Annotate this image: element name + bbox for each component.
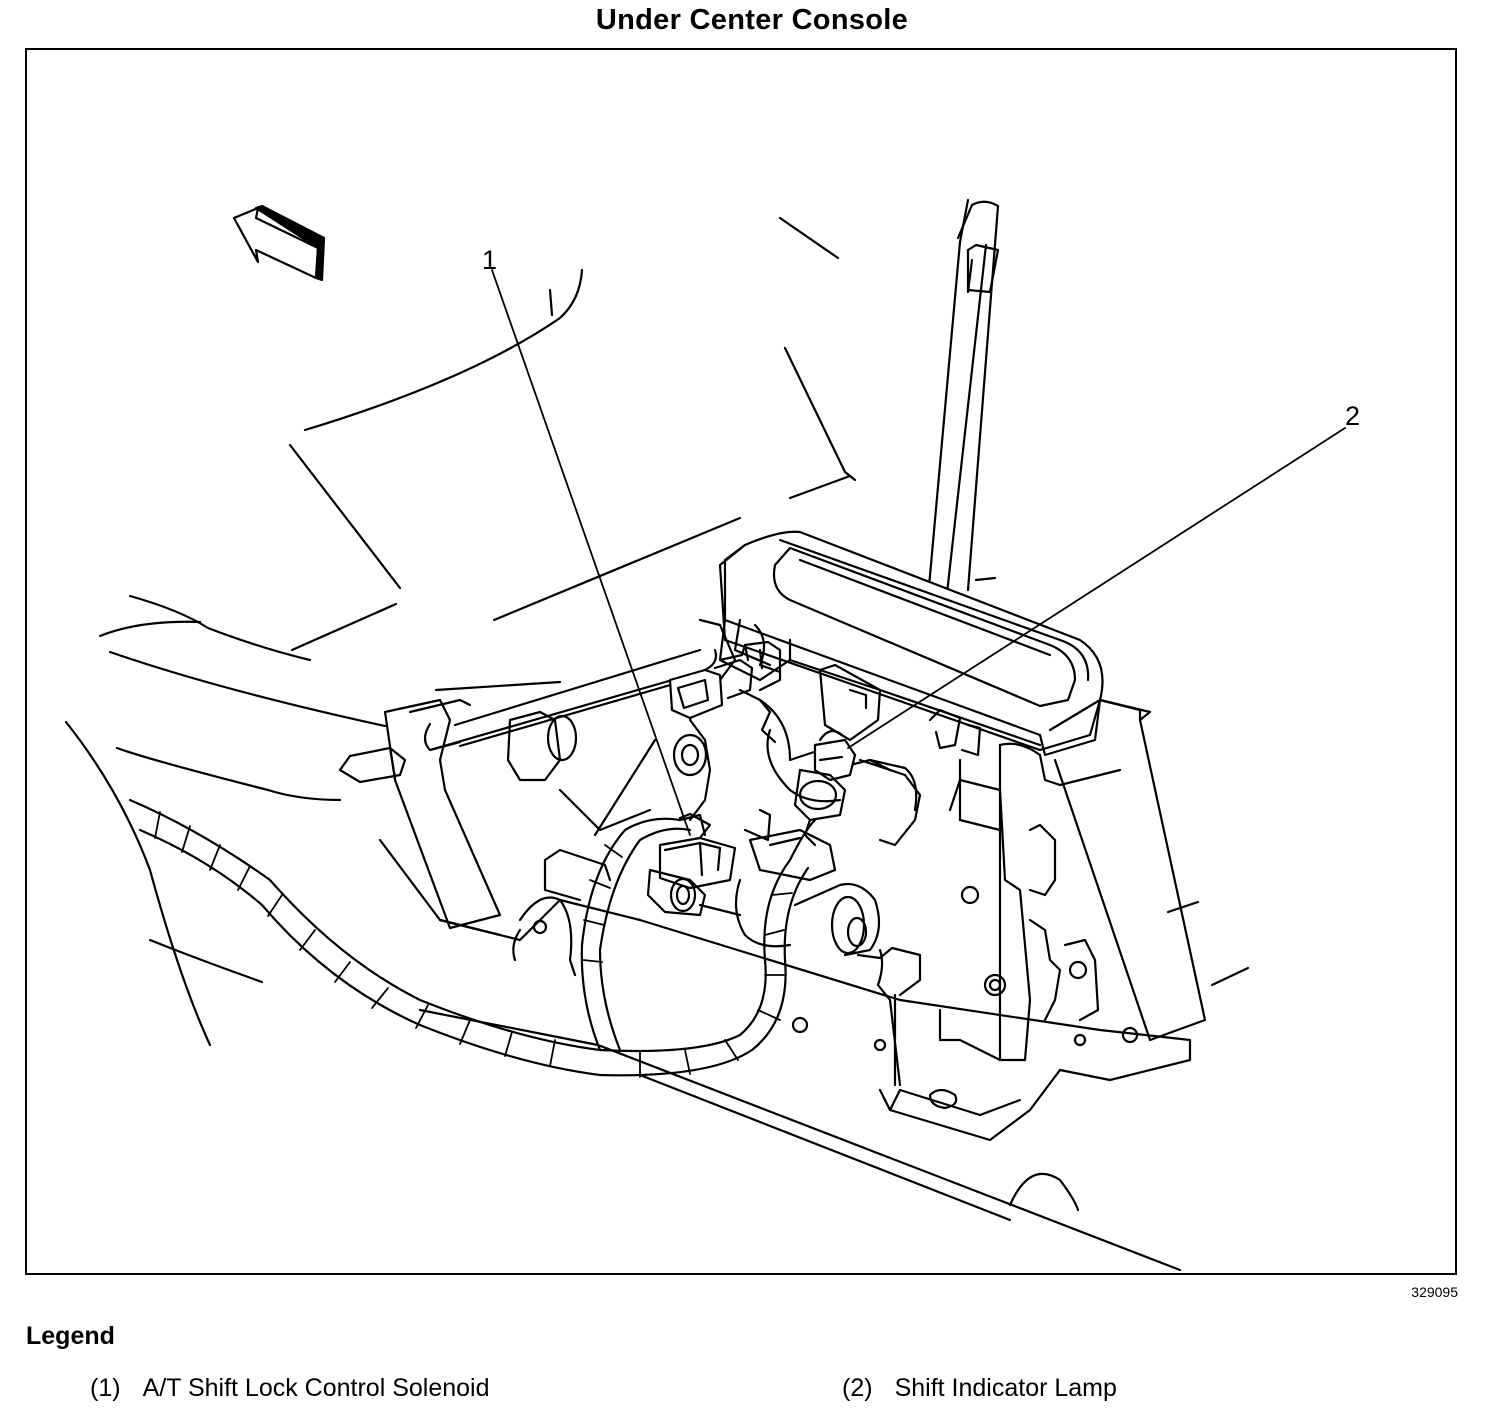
diagram-title: Under Center Console [595, 4, 909, 36]
shift-cable [338, 648, 718, 930]
callout-leader-2 [847, 427, 1346, 749]
legend-item-number: (1) [90, 1374, 121, 1402]
legend-title: Legend [26, 1322, 115, 1350]
legend-item: (1) A/T Shift Lock Control Solenoid [90, 1374, 490, 1403]
callout-1: 1 [482, 245, 498, 275]
callout-leader-1 [491, 269, 691, 836]
figure-id: 329095 [1411, 1284, 1458, 1300]
wiring-harness [128, 798, 817, 1078]
legend-item-text: A/T Shift Lock Control Solenoid [142, 1374, 490, 1402]
legend-item: (2) Shift Indicator Lamp [842, 1374, 1117, 1403]
callout-leaders [491, 269, 1346, 836]
shifter-assembly [543, 198, 1207, 1087]
legend-item-number: (2) [842, 1374, 873, 1402]
console-background-lines [64, 216, 1250, 1272]
callout-2: 2 [1345, 401, 1361, 431]
front-direction-arrow-icon [232, 204, 326, 282]
legend-item-text: Shift Indicator Lamp [894, 1374, 1117, 1402]
shifter-base-plate [378, 838, 1192, 1142]
diagram-frame [25, 48, 1457, 1275]
